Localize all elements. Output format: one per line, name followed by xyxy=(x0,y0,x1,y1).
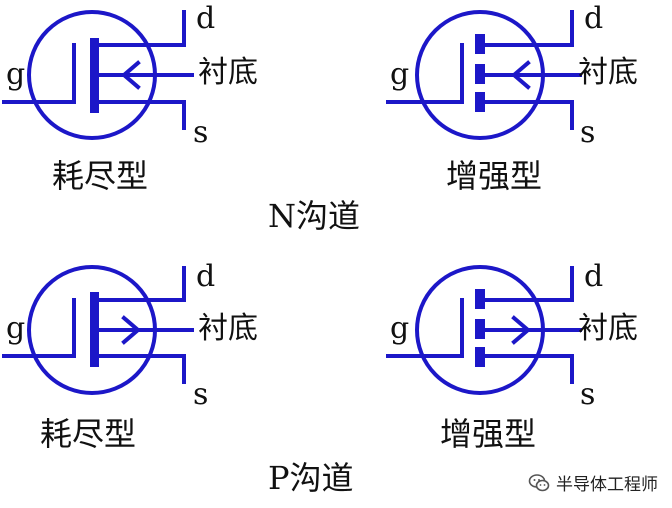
p-enhancement-drain-label: d xyxy=(584,259,604,294)
n-depletion-substrate-label: 衬底 xyxy=(198,55,258,90)
wechat-icon xyxy=(528,473,550,491)
p-enhancement-substrate-arrow xyxy=(511,315,532,345)
n-enhancement-source-lead xyxy=(482,100,574,130)
n-enhancement-drain-label: d xyxy=(584,1,604,36)
p-depletion-drain-lead xyxy=(95,266,186,302)
n-enhancement-substrate-arrow xyxy=(510,60,531,90)
p-enhancement-channel-seg-2 xyxy=(475,319,485,339)
n-depletion-drain-label: d xyxy=(196,1,216,36)
p-depletion-source-label: s xyxy=(193,377,209,412)
n-enhancement-channel-seg-3 xyxy=(475,92,485,112)
n-enhancement-drain-lead xyxy=(482,10,574,47)
p-depletion-substrate-label: 衬底 xyxy=(198,311,258,346)
p-channel-title: P沟道 xyxy=(268,459,354,497)
n-enhancement-channel-seg-2 xyxy=(475,64,485,84)
n-depletion-gate-label: g xyxy=(6,57,26,92)
n-enhancement-source-label: s xyxy=(580,115,596,150)
n-depletion-symbol xyxy=(2,10,194,140)
n-depletion-source-label: s xyxy=(193,115,209,150)
p-enhancement-substrate-label: 衬底 xyxy=(578,311,638,346)
n-enhancement-symbol xyxy=(386,10,582,140)
p-enhancement-source-label: s xyxy=(580,377,596,412)
p-enhancement-symbol xyxy=(386,265,582,395)
p-enhancement-channel-seg-3 xyxy=(475,347,485,367)
n-enhancement-channel-seg-1 xyxy=(475,34,485,54)
p-enhancement-source-lead xyxy=(482,354,574,384)
n-channel-title: N沟道 xyxy=(268,197,361,235)
p-depletion-substrate-arrow xyxy=(121,315,142,345)
n-depletion-channel-bar xyxy=(90,38,99,113)
watermark: 半导体工程师 xyxy=(528,470,658,495)
watermark-text: 半导体工程师 xyxy=(556,475,658,495)
p-enhancement-mode-label: 增强型 xyxy=(440,415,537,453)
p-depletion-source-lead xyxy=(95,354,186,384)
p-depletion-symbol xyxy=(2,265,194,395)
p-depletion-channel-bar xyxy=(90,292,99,367)
p-depletion-mode-label: 耗尽型 xyxy=(40,415,137,453)
n-enhancement-gate-label: g xyxy=(390,57,410,92)
n-depletion-mode-label: 耗尽型 xyxy=(52,157,149,195)
n-enhancement-substrate-label: 衬底 xyxy=(578,55,638,90)
n-depletion-substrate-arrow xyxy=(120,60,141,90)
p-depletion-gate-label: g xyxy=(6,311,26,346)
n-depletion-drain-lead xyxy=(95,10,186,47)
p-enhancement-gate-label: g xyxy=(390,311,410,346)
n-enhancement-mode-label: 增强型 xyxy=(446,157,543,195)
p-depletion-drain-label: d xyxy=(196,259,216,294)
n-depletion-source-lead xyxy=(95,100,186,130)
p-enhancement-channel-seg-1 xyxy=(475,289,485,309)
p-enhancement-drain-lead xyxy=(482,266,574,302)
